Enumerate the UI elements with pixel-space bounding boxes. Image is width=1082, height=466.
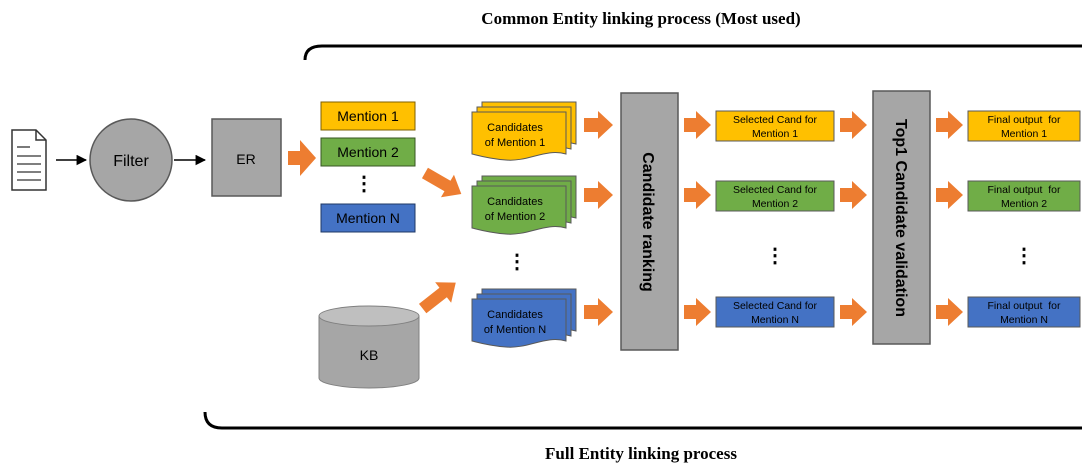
document-icon [11, 129, 47, 191]
mention-n-label: Mention N [336, 210, 400, 226]
candidates-2-line1: Candidates [487, 196, 543, 208]
selected-1-line1: Selected Cand for [733, 114, 818, 126]
candidates-n-line2: of Mention N [484, 324, 546, 336]
final-1-box [967, 110, 1081, 142]
selected-ellipsis: ⋮ [765, 245, 785, 267]
bottom-title: Full Entity linking process [545, 444, 737, 463]
arrow-mentions-candidates [421, 167, 462, 198]
candidates-1-stack [471, 101, 577, 161]
candidates-2-stack [471, 175, 577, 235]
er-node [211, 118, 282, 197]
final-ellipsis: ⋮ [1014, 245, 1034, 267]
candidates-1-line2: of Mention 1 [485, 137, 546, 149]
top1-validation-label: Top1 Candidate validation [892, 119, 909, 317]
selected-2-box [715, 180, 835, 212]
final-1-line1: Final output for [988, 114, 1061, 126]
selected-n-line1: Selected Cand for [733, 300, 818, 312]
final-n-line1: Final output for [988, 300, 1061, 312]
final-n-line2: Mention N [1000, 314, 1048, 326]
kb-node [318, 305, 420, 389]
arrow-validation-final2 [936, 181, 963, 209]
mention-n-box [320, 203, 416, 233]
top-bracket [303, 44, 1082, 61]
candidate-ranking-label: Candidate ranking [639, 152, 656, 292]
top1-validation-block [872, 90, 931, 345]
er-label: ER [236, 151, 255, 167]
arrow-cand2-ranking [584, 181, 613, 209]
candidates-n-line1: Candidates [487, 309, 543, 321]
arrow-ranking-sel1 [684, 111, 711, 139]
bottom-bracket [203, 411, 1082, 430]
selected-n-box [715, 296, 835, 328]
filter-node [89, 118, 173, 202]
arrow-seln-validation [840, 298, 867, 326]
arrow-ranking-sel2 [684, 181, 711, 209]
arrow-validation-finaln [936, 298, 963, 326]
selected-2-line1: Selected Cand for [733, 184, 818, 196]
final-1-line2: Mention 1 [1001, 128, 1047, 140]
arrow-kb-candidates [418, 282, 456, 314]
mention-2-box [320, 137, 416, 167]
selected-2-line2: Mention 2 [752, 198, 798, 210]
candidates-1-line1: Candidates [487, 122, 543, 134]
arrow-sel2-validation [840, 181, 867, 209]
final-n-box [967, 296, 1081, 328]
arrow-validation-final1 [936, 111, 963, 139]
arrow-er-mentions [288, 140, 316, 176]
candidates-2-line2: of Mention 2 [485, 211, 546, 223]
arrow-cand1-ranking [584, 111, 613, 139]
final-2-line1: Final output for [988, 184, 1061, 196]
selected-1-line2: Mention 1 [752, 128, 798, 140]
mention-1-box [320, 101, 416, 131]
mention-1-label: Mention 1 [337, 108, 399, 124]
selected-1-box [715, 110, 835, 142]
candidates-ellipsis: ⋮ [507, 251, 527, 273]
arrow-candn-ranking [584, 298, 613, 326]
mention-2-label: Mention 2 [337, 144, 399, 160]
final-2-box [967, 180, 1081, 212]
selected-n-line2: Mention N [751, 314, 799, 326]
kb-label: KB [360, 347, 379, 363]
arrow-sel1-validation [840, 111, 867, 139]
candidate-ranking-block [620, 92, 679, 351]
filter-label: Filter [113, 153, 149, 170]
arrow-ranking-seln [684, 298, 711, 326]
mention-ellipsis: ⋮ [354, 173, 374, 195]
final-2-line2: Mention 2 [1001, 198, 1047, 210]
candidates-n-stack [471, 288, 577, 348]
top-title: Common Entity linking process (Most used… [481, 9, 800, 28]
